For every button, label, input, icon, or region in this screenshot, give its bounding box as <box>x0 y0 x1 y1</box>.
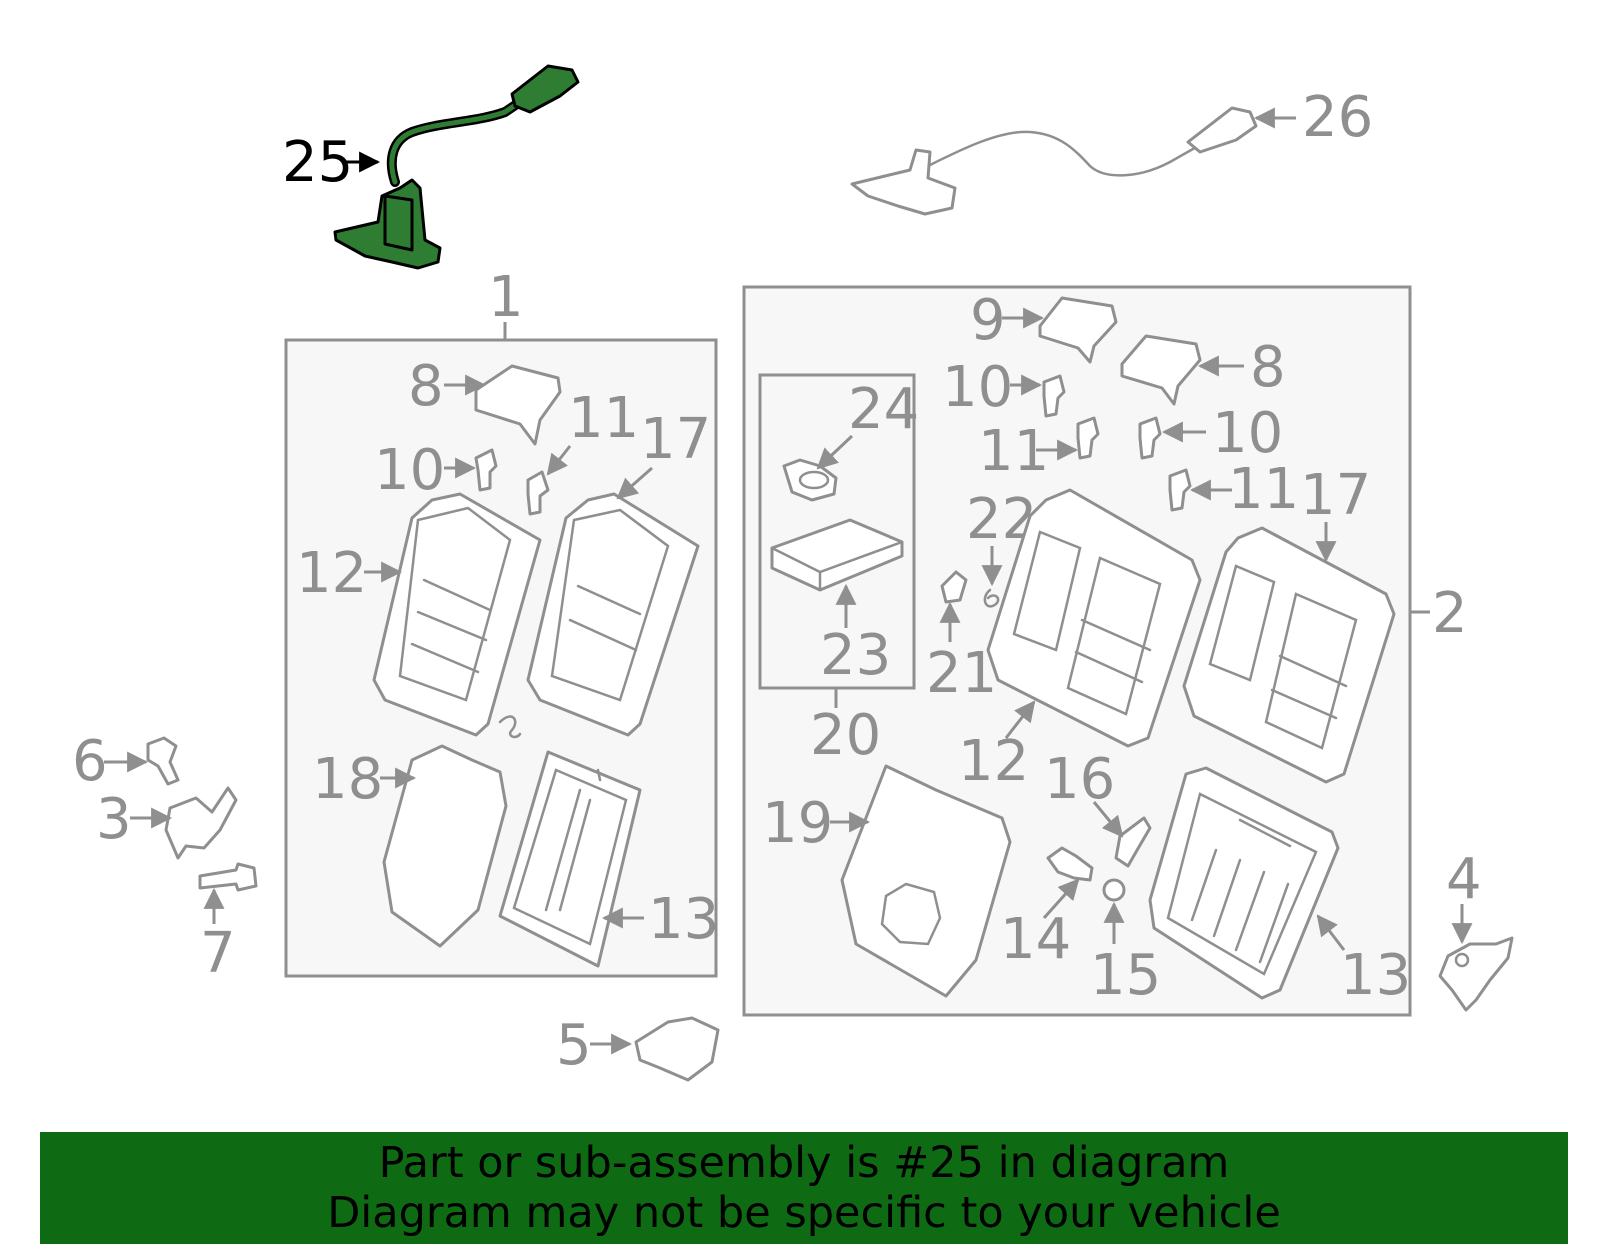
info-banner: Part or sub-assembly is #25 in diagram D… <box>40 1132 1568 1244</box>
label-10c: 10 <box>1212 401 1283 466</box>
label-2: 2 <box>1432 581 1468 646</box>
label-6: 6 <box>72 729 108 794</box>
part-7-bolt <box>198 862 258 892</box>
label-25: 25 <box>282 130 353 195</box>
label-9: 9 <box>970 288 1006 353</box>
label-3: 3 <box>96 787 132 852</box>
label-19: 19 <box>762 791 833 856</box>
part-4-bracket <box>1438 936 1514 1012</box>
label-4: 4 <box>1446 847 1482 912</box>
label-14: 14 <box>1000 907 1071 972</box>
label-8b: 8 <box>1250 335 1286 400</box>
part-11-clip-right-1 <box>1076 416 1100 460</box>
part-25-highlighted[interactable] <box>333 64 580 270</box>
part-13-seat-back-frame-right <box>1148 766 1340 1000</box>
part-8-headrest-cover-right <box>1120 334 1202 406</box>
part-8-headrest-cover <box>474 364 562 446</box>
part-10-clip-right-2 <box>1138 416 1162 460</box>
label-13b: 13 <box>1340 943 1411 1008</box>
label-26: 26 <box>1302 85 1373 150</box>
label-10b: 10 <box>942 355 1013 420</box>
label-12b: 12 <box>958 729 1029 794</box>
part-11-clip <box>526 470 550 516</box>
part-22-hook <box>983 588 1000 608</box>
part-10-clip <box>474 448 498 492</box>
part-17-seat-back-cover <box>526 492 700 737</box>
part-14-bolt <box>1046 846 1094 882</box>
label-7: 7 <box>200 921 236 986</box>
part-5-bracket <box>634 1016 720 1082</box>
label-16: 16 <box>1044 747 1115 812</box>
label-8a: 8 <box>408 354 444 419</box>
label-11a: 11 <box>568 386 639 451</box>
part-3-bracket <box>164 786 238 860</box>
part-21-bracket <box>940 570 968 604</box>
part-24-cup-holder <box>782 458 838 502</box>
part-19-panel <box>840 764 1012 998</box>
label-17a: 17 <box>640 407 711 472</box>
label-1: 1 <box>488 265 524 330</box>
label-17b: 17 <box>1300 463 1371 528</box>
part-9-headrest-cover <box>1038 296 1118 364</box>
label-23: 23 <box>820 623 891 688</box>
part-23-armrest <box>770 518 904 592</box>
part-11-clip-right-2 <box>1168 468 1192 512</box>
banner-line-2: Diagram may not be specific to your vehi… <box>327 1188 1281 1238</box>
label-18: 18 <box>312 747 383 812</box>
label-12a: 12 <box>296 541 367 606</box>
label-24: 24 <box>848 377 919 442</box>
label-15: 15 <box>1090 943 1161 1008</box>
label-11c: 11 <box>1228 457 1299 522</box>
label-20: 20 <box>810 703 881 768</box>
label-13a: 13 <box>648 887 719 952</box>
part-12-seat-back-pad-right <box>986 488 1202 748</box>
label-5: 5 <box>556 1013 592 1078</box>
part-15-nut <box>1102 878 1126 902</box>
part-6-bolt <box>146 736 180 786</box>
small-hook <box>498 715 522 739</box>
part-26-cable <box>850 106 1258 216</box>
part-16-bracket <box>1114 816 1152 868</box>
label-10a: 10 <box>374 438 445 503</box>
part-18-panel <box>382 744 508 948</box>
label-21: 21 <box>926 641 997 706</box>
banner-line-1: Part or sub-assembly is #25 in diagram <box>378 1138 1230 1188</box>
part-10-clip-right-1 <box>1042 374 1066 418</box>
